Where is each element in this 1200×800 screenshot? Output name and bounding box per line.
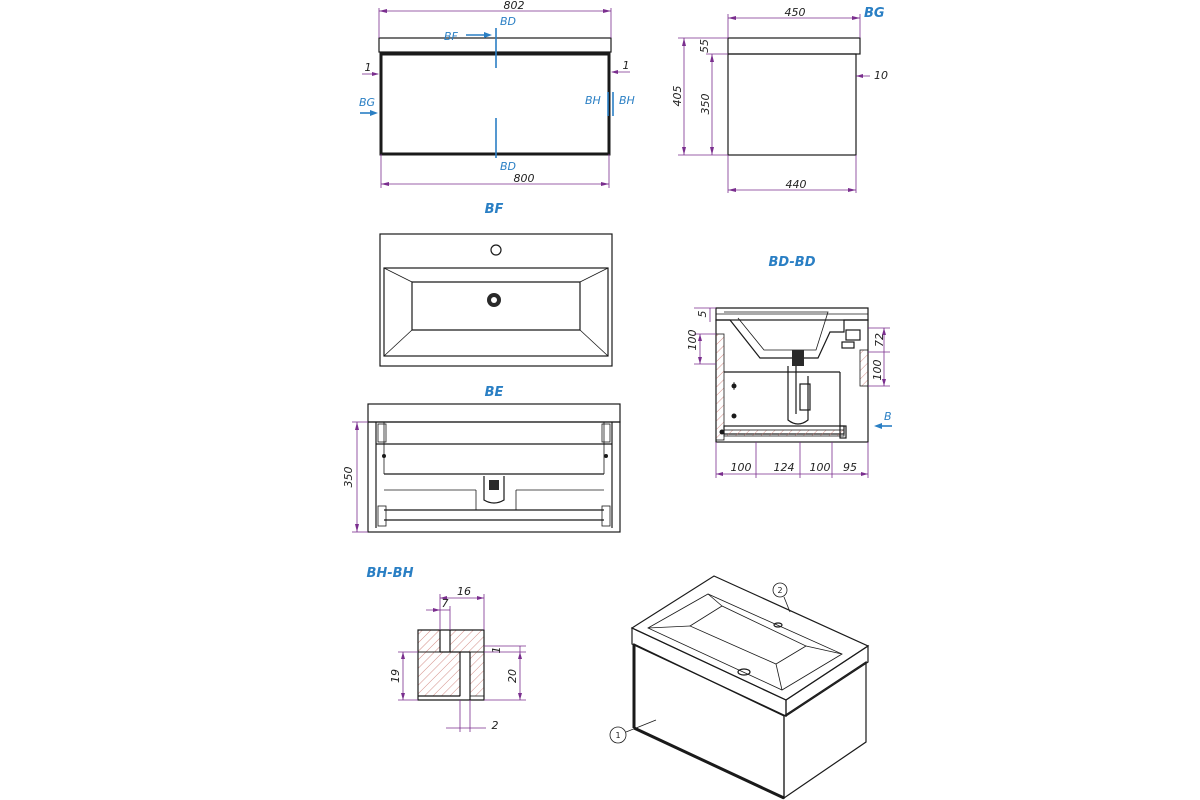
basin-view: BF	[379, 202, 613, 367]
iso-faucet-hole	[773, 622, 783, 628]
mark-b: B	[884, 410, 892, 423]
dim-bh-7: 7	[442, 597, 449, 610]
isometric-view: 2 1	[609, 575, 870, 800]
basin-outline	[379, 233, 613, 367]
iso-cabinet-front	[633, 643, 785, 799]
dim-gap-right: 1	[623, 59, 630, 72]
dim-bh-1: 1	[490, 647, 503, 654]
dim-bd-5: 5	[696, 311, 709, 318]
back-drain-pipe	[483, 476, 505, 504]
mark-bd-top: BD	[500, 15, 516, 28]
front-countertop	[378, 37, 612, 53]
svg-text:1: 1	[615, 731, 620, 740]
section-bh: BH-BH 16 7 19	[367, 566, 526, 732]
faucet-hole	[490, 244, 502, 256]
side-view-title: BG	[864, 6, 885, 21]
dim-405: 405	[671, 86, 684, 107]
mark-bh-right: BH	[619, 94, 635, 107]
dim-bd-72: 72	[873, 333, 886, 347]
dim-gap-left: 1	[365, 61, 372, 74]
back-view: BE 350	[342, 385, 621, 533]
dim-bh-19: 19	[389, 669, 402, 683]
bd-siphon	[787, 366, 809, 425]
bd-cabinet	[715, 319, 869, 443]
dim-350-back: 350	[342, 467, 355, 488]
bd-drain	[792, 350, 804, 366]
dim-bd-b4: 95	[843, 461, 857, 474]
dim-802: 802	[504, 0, 525, 12]
section-bh-title: BH-BH	[367, 566, 414, 581]
basin-rim	[383, 267, 609, 357]
mark-bg: BG	[359, 96, 375, 109]
iso-cabinet-side	[783, 660, 867, 800]
dim-10: 10	[874, 69, 888, 82]
iso-basin-rim	[647, 593, 843, 691]
dim-bh-20: 20	[506, 669, 519, 683]
basin-view-title: BF	[485, 202, 504, 217]
back-countertop	[367, 403, 621, 423]
dim-bd-100-left: 100	[686, 330, 699, 351]
dim-800: 800	[514, 172, 535, 185]
balloon-1	[609, 726, 627, 744]
back-cabinet	[367, 421, 621, 533]
front-cabinet	[379, 52, 611, 156]
side-view: BG 450 440 405 350 55 10	[671, 6, 888, 193]
dim-bd-b3: 100	[810, 461, 831, 474]
iso-drain	[737, 668, 751, 676]
front-view: 802 800 1 1 BD BD BF BG BH BH	[359, 0, 635, 188]
svg-text:2: 2	[777, 586, 782, 595]
dim-bd-b2: 124	[774, 461, 795, 474]
dim-440: 440	[786, 178, 807, 191]
mark-bh-left: BH	[585, 94, 601, 107]
balloon-2	[772, 582, 788, 598]
dim-bh-16: 16	[457, 585, 471, 598]
mark-bd-bottom: BD	[500, 160, 516, 173]
dim-bd-100-right: 100	[871, 360, 884, 381]
section-bd-title: BD-BD	[768, 255, 815, 270]
dim-bh-2: 2	[492, 719, 499, 732]
dim-450: 450	[785, 6, 806, 19]
dim-350-side: 350	[699, 94, 712, 115]
dim-bd-b1: 100	[731, 461, 752, 474]
section-bd: BD-BD 100 5	[686, 255, 892, 478]
side-countertop	[727, 37, 861, 55]
dim-55: 55	[698, 39, 711, 53]
mark-bf: BF	[444, 30, 459, 43]
back-view-title: BE	[485, 385, 504, 400]
side-cabinet	[727, 53, 857, 156]
